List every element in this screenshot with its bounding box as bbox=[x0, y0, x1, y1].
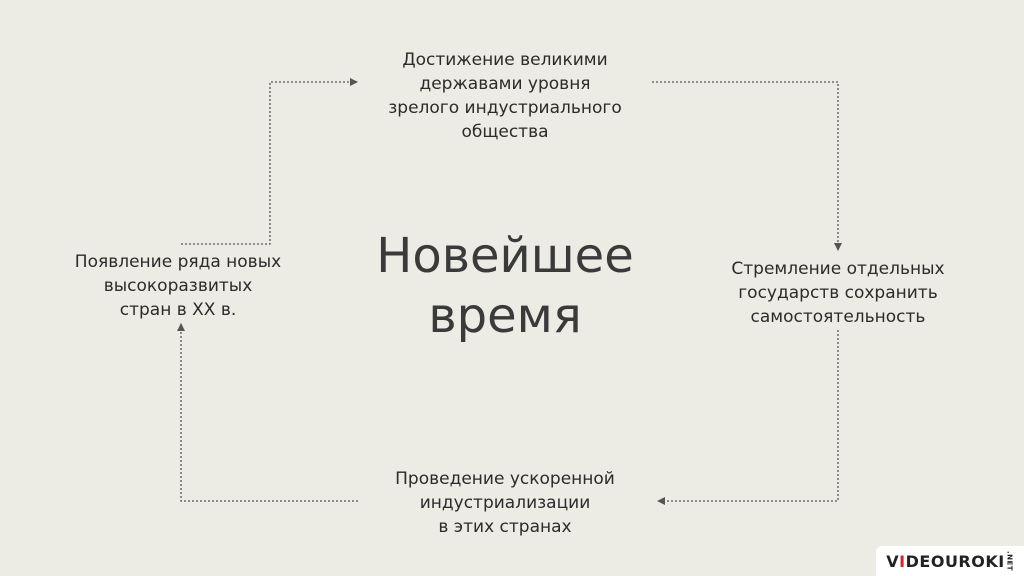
node-left: Появление ряда новых высокоразвитых стра… bbox=[74, 252, 282, 320]
arrow-bottom-to-left bbox=[177, 323, 358, 502]
arrow-left-to-top bbox=[181, 78, 358, 245]
logo-part2: DEOUROKI bbox=[905, 551, 1005, 571]
node-top: Достижение великими державами уровня зре… bbox=[388, 50, 622, 142]
arrow-right-to-bottom bbox=[657, 330, 839, 505]
logo-accent: I bbox=[899, 551, 906, 571]
arrow-top-to-right bbox=[652, 81, 842, 251]
logo-part1: V bbox=[886, 551, 900, 571]
node-bottom: Проведение ускоренной индустриализации в… bbox=[395, 469, 615, 537]
center-title: Новейшее время bbox=[376, 228, 634, 344]
node-right: Стремление отдельных государств сохранит… bbox=[731, 259, 945, 327]
logo-suffix: .NET bbox=[1005, 550, 1014, 572]
